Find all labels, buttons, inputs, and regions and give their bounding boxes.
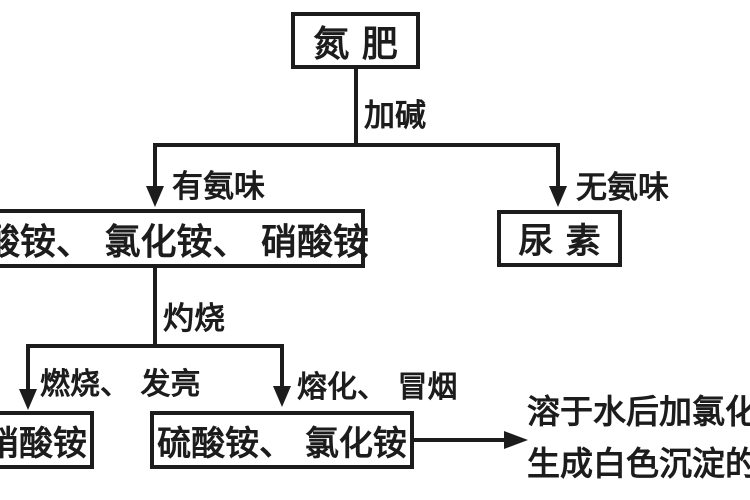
arrow-down-icon	[19, 389, 37, 410]
result-note-line1: 溶于水后加氯化	[527, 392, 750, 431]
edge-label-ammonia-smell-yes: 有氨味	[172, 169, 265, 205]
connector-root-down	[354, 69, 358, 146]
connector-ignite-down	[153, 267, 157, 346]
connector-result	[412, 438, 506, 442]
result-note: 溶于水后加氯化 生成白色沉淀的	[527, 386, 750, 490]
arrow-down-icon	[549, 186, 567, 207]
node-nitrogen-fertilizer: 氮 肥	[291, 12, 420, 69]
connector-branch1-left	[153, 143, 157, 191]
arrow-right-icon	[504, 431, 528, 449]
connector-branch2	[26, 344, 284, 348]
edge-label-ignite: 灼烧	[163, 301, 225, 337]
result-note-line2: 生成白色沉淀的	[527, 444, 750, 483]
edge-label-burns-bright: 燃烧、 发亮	[40, 367, 201, 402]
connector-branch2-left	[26, 344, 30, 392]
node-nitrogen-fertilizer-label: 氮 肥	[313, 23, 398, 65]
connector-branch2-right	[280, 344, 284, 388]
node-ammonium-salts-label: 硫酸铵、 氯化铵、 硝酸铵	[0, 221, 370, 263]
arrow-down-icon	[273, 386, 291, 407]
connector-branch1	[153, 143, 560, 147]
edge-label-add-alkali: 加碱	[364, 98, 426, 134]
node-urea: 尿 素	[497, 210, 622, 267]
node-urea-label: 尿 素	[518, 222, 601, 262]
edge-label-ammonia-smell-no: 无氨味	[576, 170, 669, 206]
node-ammonium-nitrate-label: 硝酸铵	[0, 423, 87, 464]
node-ammonium-sulfate-chloride: 硫酸铵、 氯化铵	[150, 411, 414, 469]
node-ammonium-nitrate: 硝酸铵	[0, 411, 94, 469]
connector-branch1-right	[556, 143, 560, 189]
node-ammonium-salts: 硫酸铵、 氯化铵、 硝酸铵	[0, 209, 369, 268]
arrow-down-icon	[146, 186, 164, 207]
edge-label-melts-smokes: 熔化、 冒烟	[297, 370, 458, 405]
node-ammonium-sulfate-chloride-label: 硫酸铵、 氯化铵	[157, 423, 407, 464]
